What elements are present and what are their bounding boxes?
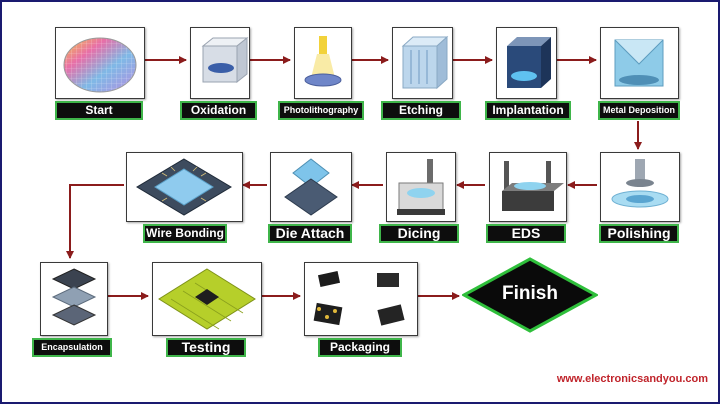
step-label-implantation: Implantation xyxy=(485,101,571,120)
photolithography-image xyxy=(294,27,352,99)
testing-image xyxy=(152,262,262,336)
step-label-start: Start xyxy=(55,101,143,120)
wire-bonding-image xyxy=(126,152,243,222)
step-label-eds: EDS xyxy=(486,224,566,243)
finish-diamond xyxy=(462,257,598,333)
polishing-image xyxy=(600,152,680,222)
step-label-oxidation: Oxidation xyxy=(180,101,257,120)
dicing-image xyxy=(386,152,456,222)
arrow-wire-bonding-to-encapsulation xyxy=(66,184,124,259)
die-attach-image xyxy=(270,152,352,222)
finish-label: Finish xyxy=(502,283,558,304)
etching-image xyxy=(392,27,453,99)
step-label-wire-bonding: Wire Bonding xyxy=(143,224,227,243)
step-label-etching: Etching xyxy=(381,101,461,120)
wafer-image xyxy=(55,27,145,99)
implantation-image xyxy=(496,27,557,99)
step-label-die-attach: Die Attach xyxy=(268,224,352,243)
step-label-packaging: Packaging xyxy=(318,338,402,357)
step-label-polishing: Polishing xyxy=(599,224,679,243)
metal-deposition-image xyxy=(600,27,679,99)
eds-image xyxy=(489,152,567,222)
step-label-metal-deposition: Metal Deposition xyxy=(598,101,680,120)
encapsulation-image xyxy=(40,262,108,336)
website-credit: www.electronicsandyou.com xyxy=(556,373,708,385)
packaging-image xyxy=(304,262,418,336)
step-label-dicing: Dicing xyxy=(379,224,459,243)
step-label-testing: Testing xyxy=(166,338,246,357)
step-label-encapsulation: Encapsulation xyxy=(32,338,112,357)
step-label-photolithography: Photolithography xyxy=(278,101,364,120)
oxidation-image xyxy=(190,27,250,99)
